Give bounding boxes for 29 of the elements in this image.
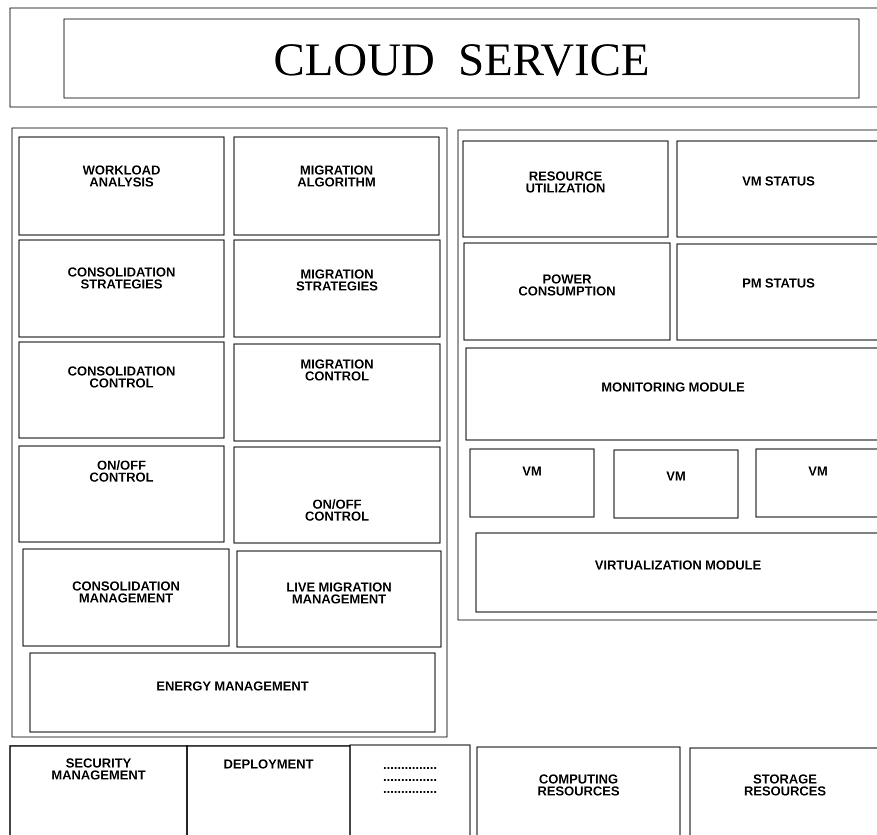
module-box: SECURITY MANAGEMENT [9,745,188,835]
module-box: LIVE MIGRATION MANAGEMENT [236,550,442,648]
vm-box: VM [470,448,594,518]
panel [458,130,877,620]
module-box: MIGRATION CONTROL [234,343,440,442]
vm-box: VM [756,448,877,518]
panel [12,128,448,738]
vm-box: VM [614,449,738,518]
module-box: VIRTUALIZATION MODULE [476,532,877,612]
module-box: COMPUTING RESOURCES [476,746,680,835]
module-box: ON/OFF CONTROL [18,445,224,542]
module-box: VM STATUS [676,140,877,238]
frame [10,8,877,108]
module-box: CONSOLIDATION CONTROL [18,341,224,438]
module-box: ............... ............... ............... [350,744,470,835]
module-box: WORKLOAD ANALYSIS [18,136,224,236]
module-box: POWER CONSUMPTION [464,242,670,340]
title-box: CLOUD SERVICE [64,18,860,98]
module-box: ON/OFF CONTROL [234,446,440,544]
module-box: ENERGY MANAGEMENT [30,652,436,732]
module-box: MIGRATION ALGORITHM [234,136,440,236]
module-box: PM STATUS [676,243,877,340]
module-box: MONITORING MODULE [466,347,877,440]
module-box: MIGRATION STRATEGIES [234,239,440,338]
module-box: CONSOLIDATION STRATEGIES [18,239,224,338]
module-box: DEPLOYMENT [186,745,351,835]
module-box: STORAGE RESOURCES [690,747,877,835]
module-box: RESOURCE UTILIZATION [462,140,668,238]
module-box: CONSOLIDATION MANAGEMENT [22,548,230,646]
